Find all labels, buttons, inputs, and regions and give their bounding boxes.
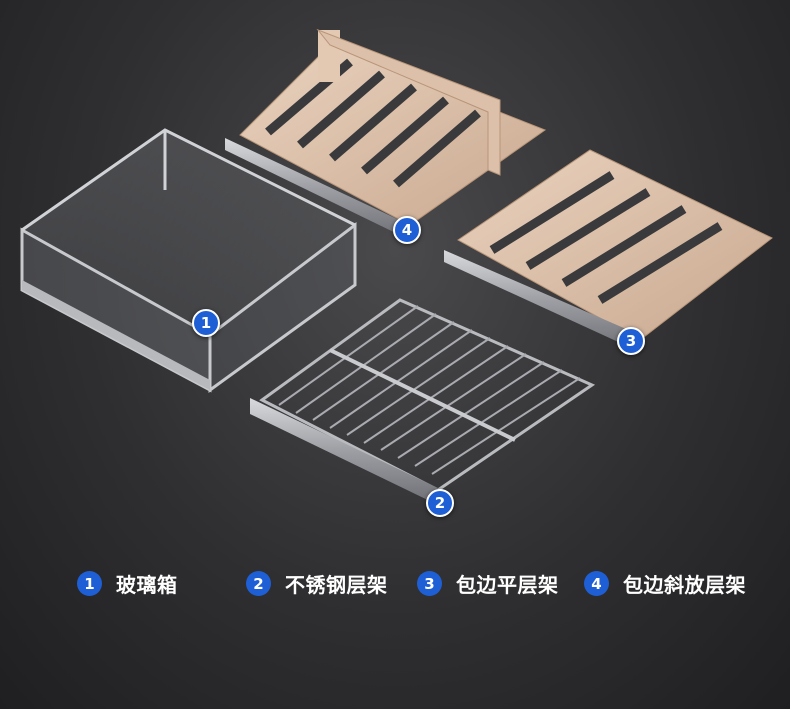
sloped-wood-shelf bbox=[225, 28, 547, 240]
legend-label: 包边斜放层架 bbox=[623, 573, 746, 597]
legend-item-glass-box: 1 玻璃箱 bbox=[77, 569, 178, 598]
legend-number-icon: 3 bbox=[417, 571, 442, 596]
legend-item-stainless-shelf: 2 不锈钢层架 bbox=[246, 569, 388, 598]
marker-4-icon: 4 bbox=[393, 216, 421, 244]
flat-wood-shelf bbox=[444, 149, 773, 352]
stainless-wire-shelf bbox=[250, 298, 596, 505]
legend-label: 包边平层架 bbox=[456, 573, 559, 597]
legend-number-icon: 4 bbox=[584, 571, 609, 596]
legend-item-flat-shelf: 3 包边平层架 bbox=[417, 569, 559, 598]
glass-box bbox=[20, 128, 357, 393]
legend-label: 玻璃箱 bbox=[116, 573, 178, 597]
marker-3-icon: 3 bbox=[617, 327, 645, 355]
marker-2-icon: 2 bbox=[426, 489, 454, 517]
legend-item-sloped-shelf: 4 包边斜放层架 bbox=[584, 569, 746, 598]
legend-label: 不锈钢层架 bbox=[285, 573, 388, 597]
legend-number-icon: 1 bbox=[77, 571, 102, 596]
marker-1-icon: 1 bbox=[192, 309, 220, 337]
legend: 1 玻璃箱 2 不锈钢层架 3 包边平层架 4 包边斜放层架 bbox=[0, 565, 790, 605]
legend-number-icon: 2 bbox=[246, 571, 271, 596]
